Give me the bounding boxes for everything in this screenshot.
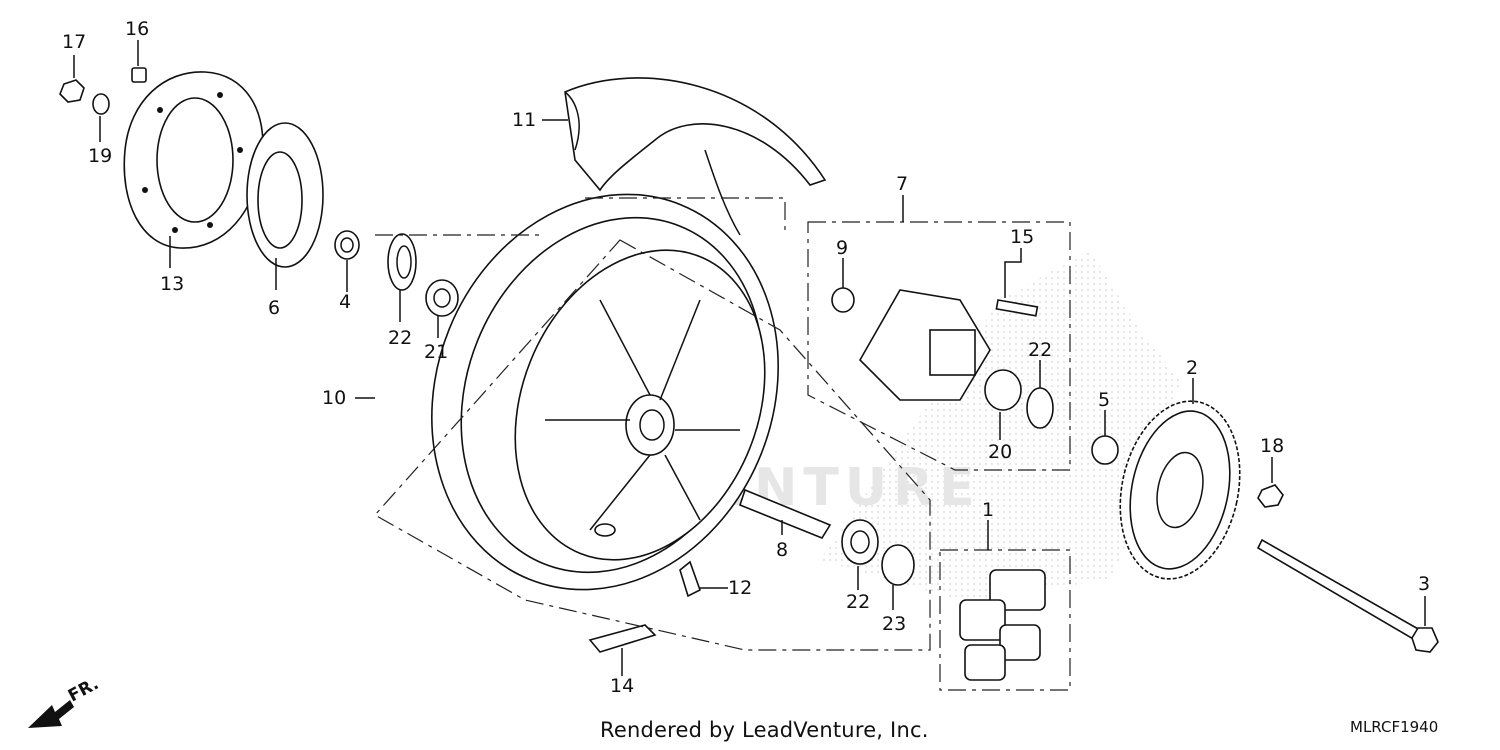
balance-weight [588,624,657,653]
bearings-left [387,233,459,317]
front-direction-arrow: FR. [28,674,102,728]
seal-plate [246,122,324,268]
small-hardware [59,67,147,115]
callout-19: 19 [88,145,112,167]
brake-disc [123,71,264,249]
axle [1256,538,1439,653]
callout-22b: 22 [1028,339,1052,361]
callout-4: 4 [339,291,351,313]
bearings-right [841,519,915,586]
callouts: 17 16 19 13 6 4 22 21 10 11 7 9 15 22 20… [62,18,1430,697]
tire [564,77,827,236]
callout-9: 9 [836,237,848,259]
callout-20: 20 [988,441,1012,463]
collar [334,230,360,260]
sprocket [1119,400,1241,580]
callout-7: 7 [896,173,908,195]
nut-18 [1257,484,1284,508]
callout-23: 23 [882,613,906,635]
callout-15: 15 [1010,226,1034,248]
callout-13: 13 [160,273,184,295]
axle-sleeve [739,488,832,539]
render-credit: Rendered by LeadVenture, Inc. [600,718,929,742]
collar-5 [1091,435,1119,465]
callout-21b: 22 [846,591,870,613]
callout-11: 11 [512,109,536,131]
assembly-outlines [374,197,1071,691]
dampers [959,569,1046,681]
diagram-code: MLRCF1940 [1350,718,1439,736]
callout-3: 3 [1418,573,1430,595]
valve [679,560,701,598]
callout-5: 5 [1098,389,1110,411]
callout-22a: 22 [388,327,412,349]
callout-21a: 21 [424,341,448,363]
wheel [431,193,779,591]
callout-17: 17 [62,31,86,53]
driven-flange [831,287,1054,429]
callout-12: 12 [728,577,752,599]
callout-2: 2 [1186,357,1198,379]
callout-1: 1 [982,499,994,521]
callout-8: 8 [776,539,788,561]
callout-16: 16 [125,18,149,40]
callout-10: 10 [322,387,346,409]
callout-18: 18 [1260,435,1284,457]
callout-14: 14 [610,675,634,697]
leader-lines [73,40,1426,676]
callout-6: 6 [268,297,280,319]
